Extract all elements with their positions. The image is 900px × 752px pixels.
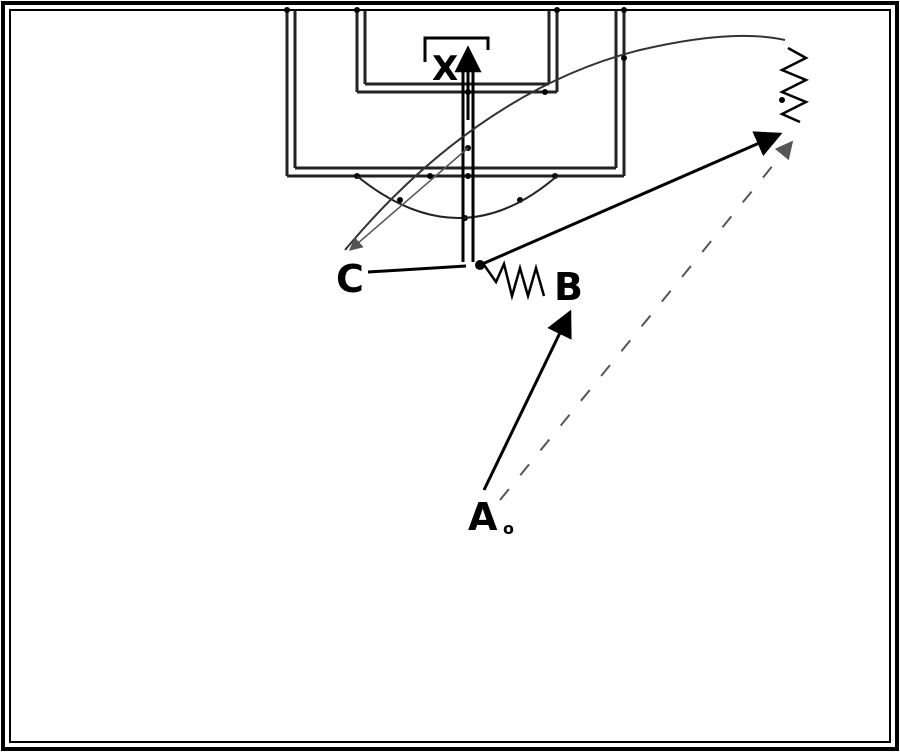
curve-across-lane [344, 34, 786, 251]
handler-to-wing-arrow [479, 131, 783, 267]
basket-icon [423, 36, 490, 62]
a-to-b-arrow [482, 309, 572, 491]
zigzag-dribble-icon [778, 46, 810, 124]
c-to-handler-line [367, 264, 467, 274]
free-throw-arc [356, 175, 558, 219]
dashed-pass-arrow-icon [499, 140, 794, 501]
cut-lines [461, 70, 475, 262]
player-x-label: X [432, 49, 458, 89]
key-lane [285, 10, 626, 178]
player-a-marker: o [503, 519, 514, 538]
b-dribble-zigzag [480, 260, 546, 301]
player-a-label: A [468, 495, 498, 539]
curve-to-c [348, 147, 469, 251]
player-b-label: B [554, 265, 583, 309]
player-c-label: C [336, 257, 364, 301]
court-boundary-inner [9, 9, 891, 743]
